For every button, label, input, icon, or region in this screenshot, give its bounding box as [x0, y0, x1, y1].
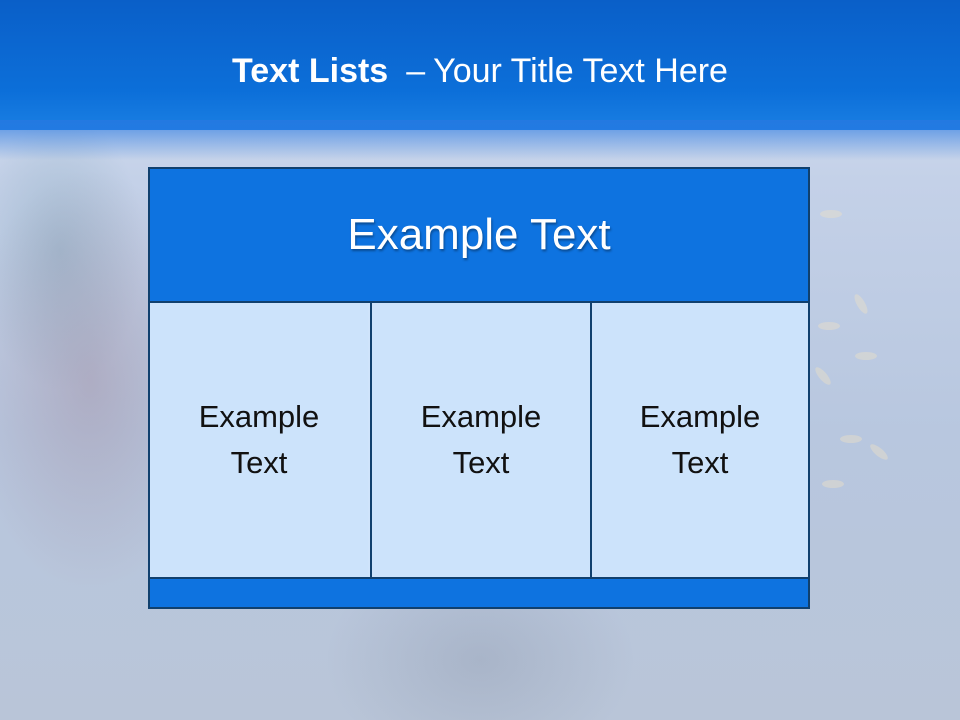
slide-title-separator: – [406, 52, 426, 90]
fish-decoration [818, 322, 840, 330]
list-item[interactable]: Example Text [370, 303, 590, 577]
title-band [0, 0, 960, 130]
diagram-footer-bar [150, 577, 808, 607]
slide-title: Text Lists–Your Title Text Here [0, 52, 960, 91]
fish-decoration [852, 292, 870, 316]
list-item-label: Example Text [198, 399, 320, 480]
list-item-label: Example Text [420, 399, 542, 480]
title-band-fade [0, 120, 960, 160]
fish-decoration [840, 435, 862, 443]
fish-decoration [868, 441, 890, 463]
text-list-diagram: Example Text Example Text Example Text E… [148, 167, 810, 609]
fish-decoration [822, 480, 844, 488]
list-item[interactable]: Example Text [590, 303, 808, 577]
fish-decoration [820, 210, 842, 218]
list-item-label: Example Text [639, 399, 761, 480]
slide-title-bold: Text Lists [232, 52, 389, 90]
fish-decoration [855, 352, 877, 360]
slide-title-rest: Your Title Text Here [433, 52, 728, 90]
diagram-header-label: Example Text [347, 210, 611, 259]
diagram-header[interactable]: Example Text [150, 169, 808, 303]
list-item[interactable]: Example Text [150, 303, 368, 577]
fish-decoration [812, 365, 834, 387]
